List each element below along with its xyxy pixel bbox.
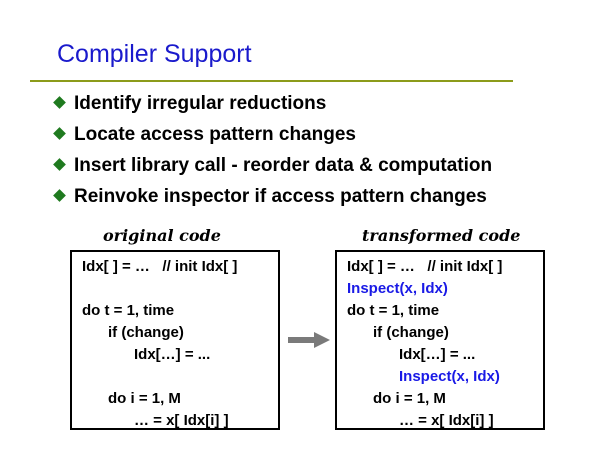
diamond-bullet-icon <box>53 158 66 171</box>
highlighted-code-line: Inspect(x, Idx) <box>347 280 448 297</box>
code-line: … = x[ Idx[i] ] <box>134 412 229 429</box>
diamond-bullet-icon <box>53 189 66 202</box>
diamond-bullet-icon <box>53 127 66 140</box>
code-line: Idx[ ] = … // init Idx[ ] <box>82 258 238 275</box>
code-line <box>82 366 278 388</box>
title-underline <box>30 80 513 82</box>
bullet-list: Identify irregular reductions Locate acc… <box>52 92 492 216</box>
right-arrow-icon <box>288 332 330 348</box>
bullet-item: Reinvoke inspector if access pattern cha… <box>52 185 492 216</box>
original-code-box: Idx[ ] = … // init Idx[ ] do t = 1, time i… <box>70 250 280 430</box>
code-line: do t = 1, time <box>347 302 440 319</box>
slide-title: Compiler Support <box>57 40 252 68</box>
code-line: Idx[…] = ... <box>399 346 476 363</box>
bullet-item: Insert library call - reorder data & com… <box>52 154 492 185</box>
bullet-text: Reinvoke inspector if access pattern cha… <box>74 186 487 207</box>
code-line: do i = 1, M <box>373 390 446 407</box>
transformed-code-box: Idx[ ] = … // init Idx[ ] Inspect(x, Idx)… <box>335 250 545 430</box>
transformed-code-caption: transformed code <box>362 226 521 245</box>
bullet-text: Insert library call - reorder data & com… <box>74 155 493 176</box>
code-line: do t = 1, time <box>82 302 175 319</box>
code-line: Idx[…] = ... <box>134 346 211 363</box>
code-line: … = x[ Idx[i] ] <box>399 412 494 429</box>
code-line: Idx[ ] = … // init Idx[ ] <box>347 258 503 275</box>
original-code-caption: original code <box>103 226 221 245</box>
diamond-bullet-icon <box>53 96 66 109</box>
code-line: if (change) <box>373 324 449 341</box>
bullet-item: Locate access pattern changes <box>52 123 492 154</box>
code-line <box>82 278 278 300</box>
code-line: if (change) <box>108 324 184 341</box>
highlighted-code-line: Inspect(x, Idx) <box>399 368 500 385</box>
bullet-text: Identify irregular reductions <box>74 93 327 114</box>
code-line: do i = 1, M <box>108 390 181 407</box>
bullet-item: Identify irregular reductions <box>52 92 492 123</box>
bullet-text: Locate access pattern changes <box>74 124 356 145</box>
